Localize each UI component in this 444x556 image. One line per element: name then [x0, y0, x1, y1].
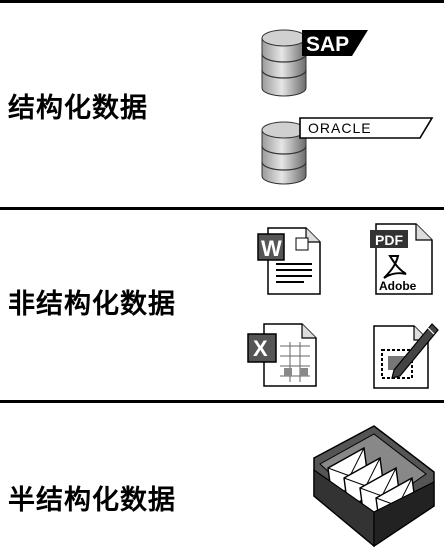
semi-structured-data-label: 半结构化数据	[8, 485, 176, 516]
divider-rule-2	[0, 400, 444, 403]
adobe-logo-text: Adobe	[379, 279, 417, 293]
email-card-file-icon	[313, 425, 435, 548]
sap-database-icon: SAP	[261, 29, 368, 97]
pdf-document-icon: PDF Adobe	[370, 223, 433, 295]
structured-data-label: 结构化数据	[8, 93, 148, 124]
word-document-icon: W	[257, 227, 321, 295]
excel-logo-text: X	[253, 336, 268, 361]
divider-rule-1	[0, 207, 444, 210]
pdf-logo-text: PDF	[375, 232, 403, 248]
excel-document-icon: X	[247, 323, 317, 387]
unstructured-data-label: 非结构化数据	[8, 289, 176, 320]
top-rule	[0, 0, 444, 3]
oracle-logo-text: ORACLE	[308, 120, 372, 136]
image-edit-document-icon	[373, 323, 439, 389]
oracle-database-icon: ORACLE	[261, 117, 434, 185]
sap-logo-text: SAP	[306, 33, 349, 56]
word-logo-text: W	[261, 236, 282, 261]
